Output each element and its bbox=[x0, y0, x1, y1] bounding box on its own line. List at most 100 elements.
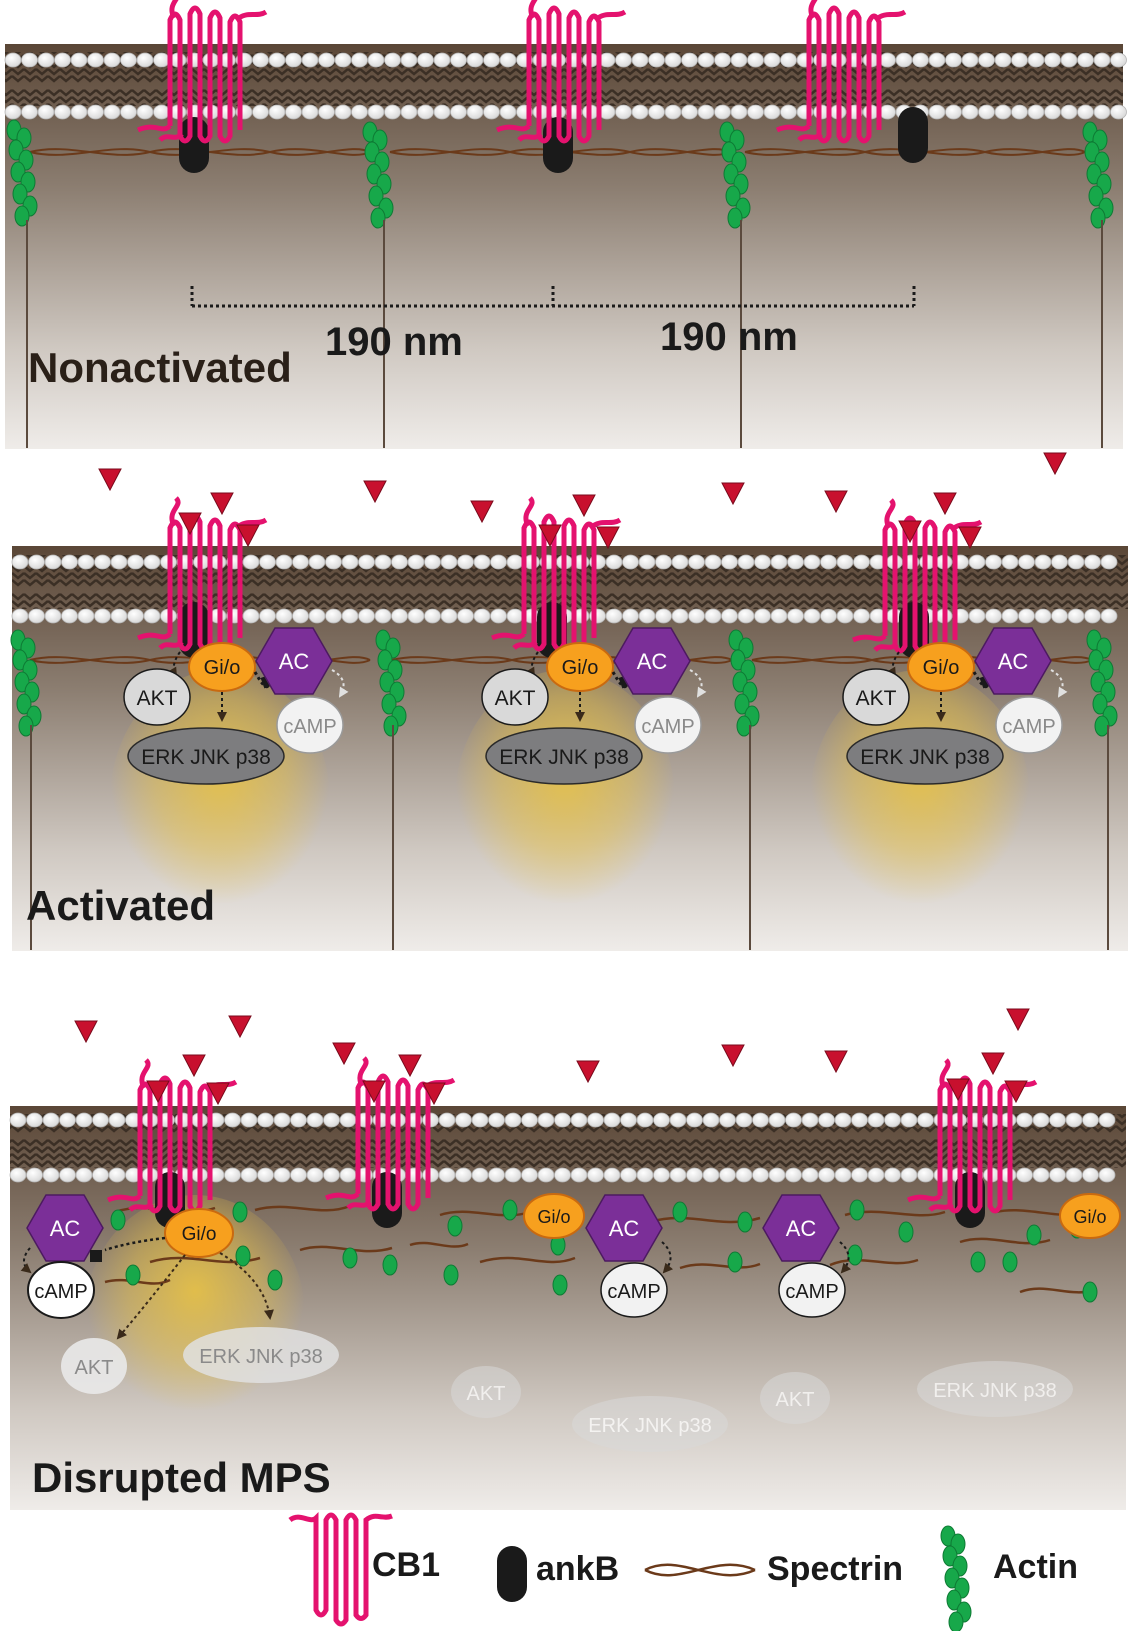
signaling-groups: AKT Gi/o AC cAMP ERK JNK p38 AKT Gi/o AC… bbox=[123, 627, 1068, 785]
lipid-head bbox=[466, 104, 484, 120]
camp-node bbox=[778, 1262, 846, 1318]
lipid-head bbox=[917, 1112, 934, 1128]
gio-label: Gi/o bbox=[537, 1207, 570, 1227]
lipid-head bbox=[301, 52, 319, 68]
lipid-head bbox=[143, 554, 161, 570]
erk-jnk-p38-node bbox=[127, 727, 285, 785]
lipid-head bbox=[1067, 554, 1085, 570]
lipid-head bbox=[655, 554, 672, 570]
lipid-head bbox=[242, 554, 260, 570]
gio-node bbox=[546, 642, 614, 692]
lipid-head bbox=[391, 554, 408, 570]
lipid-head bbox=[153, 52, 170, 68]
lipid-head bbox=[622, 554, 639, 570]
lipid-head bbox=[108, 1167, 126, 1183]
lipid-head bbox=[374, 554, 392, 570]
lipid-head bbox=[803, 608, 821, 624]
lipid-head bbox=[1001, 608, 1019, 624]
akt-label: AKT bbox=[137, 687, 178, 710]
lipid-head bbox=[928, 104, 946, 120]
lipid-head bbox=[59, 1112, 76, 1128]
gio-label: Gi/o bbox=[182, 1224, 217, 1245]
lipid-head bbox=[325, 608, 342, 624]
lipid-head bbox=[488, 1112, 505, 1128]
lipid-head bbox=[120, 52, 137, 68]
lipid-head bbox=[339, 1112, 357, 1128]
lipid-head bbox=[1098, 1167, 1116, 1183]
akt-label: AKT bbox=[776, 1389, 815, 1411]
lipid-head bbox=[1051, 554, 1068, 570]
camp-label: cAMP bbox=[283, 716, 336, 738]
lipid-head bbox=[961, 52, 979, 68]
lipid-head bbox=[318, 52, 335, 68]
lipid-head bbox=[655, 608, 672, 624]
lipid-head bbox=[334, 52, 352, 68]
camp-node bbox=[995, 696, 1063, 754]
lipid-head bbox=[103, 52, 121, 68]
lipid-head bbox=[1067, 608, 1085, 624]
lipid-head bbox=[440, 608, 458, 624]
lipid-head bbox=[1065, 1167, 1083, 1183]
lipid-head bbox=[968, 608, 986, 624]
lipid-head bbox=[384, 52, 401, 68]
panel-activated: AKT Gi/o AC cAMP ERK JNK p38 AKT Gi/o AC… bbox=[10, 452, 1128, 951]
lipid-head bbox=[290, 1112, 307, 1128]
lipid-head bbox=[153, 104, 170, 120]
lipid-head bbox=[1110, 52, 1127, 68]
lipid-head bbox=[801, 1112, 819, 1128]
lipid-head bbox=[721, 554, 738, 570]
lipid-head bbox=[884, 1167, 901, 1183]
lipid-head bbox=[285, 52, 302, 68]
lipid-head bbox=[978, 52, 995, 68]
lipid-head bbox=[438, 1112, 456, 1128]
lipid-head bbox=[455, 1112, 472, 1128]
lipid-head bbox=[42, 1167, 60, 1183]
camp-node bbox=[276, 696, 344, 754]
lipid-head bbox=[70, 52, 88, 68]
lipid-head bbox=[985, 554, 1002, 570]
lipid-head bbox=[669, 1167, 687, 1183]
lipid-head bbox=[306, 1167, 324, 1183]
erk-jnk-p38-node bbox=[485, 727, 643, 785]
lipid-head bbox=[615, 104, 632, 120]
lipid-head bbox=[787, 608, 804, 624]
lipid-head bbox=[457, 554, 474, 570]
lipid-head bbox=[424, 554, 441, 570]
lipid-head bbox=[471, 1112, 489, 1128]
lipid-head bbox=[306, 1112, 324, 1128]
panel-title-nonactivated: Nonactivated bbox=[28, 344, 292, 391]
panel-disrupted: AKT ERK JNK p38 AKT ERK JNK p38 AC cAMP … bbox=[9, 1008, 1126, 1510]
gio-label: Gi/o bbox=[562, 657, 599, 679]
lipid-head bbox=[737, 554, 755, 570]
lipid-head bbox=[75, 1112, 93, 1128]
erk-jnk-p38-label: ERK JNK p38 bbox=[499, 746, 629, 769]
signaling-glow bbox=[810, 670, 1030, 930]
lipid-head bbox=[945, 104, 962, 120]
erk-jnk-p38-label: ERK JNK p38 bbox=[860, 746, 990, 769]
camp-node bbox=[600, 1262, 668, 1318]
lipid-head bbox=[1093, 104, 1111, 120]
lipid-head bbox=[681, 104, 698, 120]
lipid-head bbox=[252, 104, 269, 120]
gio-node bbox=[1059, 1193, 1121, 1239]
lipid-head bbox=[605, 554, 623, 570]
lipid-head bbox=[341, 608, 359, 624]
lipid-head bbox=[224, 1112, 241, 1128]
lipid-head bbox=[754, 608, 771, 624]
legend-actin-label: Actin bbox=[993, 1548, 1078, 1586]
lipid-head bbox=[259, 608, 276, 624]
lipid-head bbox=[737, 608, 755, 624]
lipid-head bbox=[318, 104, 335, 120]
legend-spectrin-icon bbox=[644, 1563, 756, 1577]
faded-effectors: AKT ERK JNK p38 AKT ERK JNK p38 bbox=[451, 1361, 1073, 1452]
lipid-head bbox=[285, 104, 302, 120]
lipid-head bbox=[768, 1112, 786, 1128]
camp-label: cAMP bbox=[785, 1281, 838, 1303]
lipid-head bbox=[853, 554, 870, 570]
panel-title-disrupted: Disrupted MPS bbox=[32, 1454, 331, 1501]
lipid-head bbox=[1034, 554, 1052, 570]
lipid-head bbox=[648, 52, 665, 68]
lipid-head bbox=[1065, 1112, 1083, 1128]
lipid-head bbox=[714, 52, 731, 68]
lipid-head bbox=[351, 104, 368, 120]
